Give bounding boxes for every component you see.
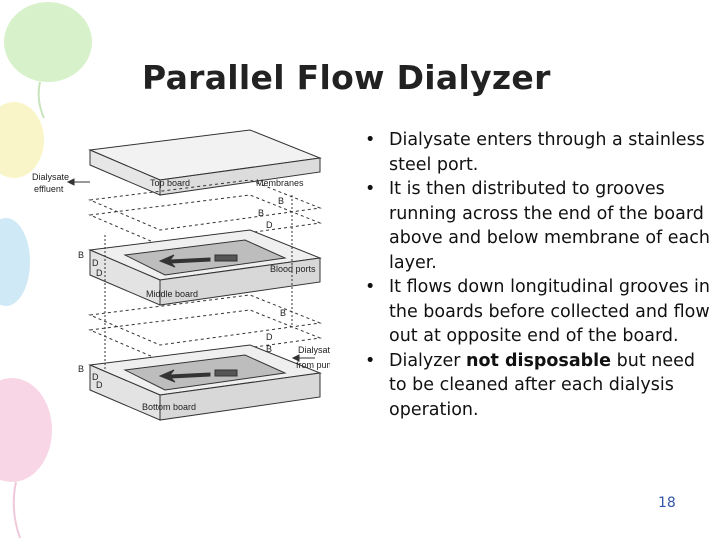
dialyzer-diagram: Dialysate effluent Top board Membranes B… [32,129,330,421]
label-blood-ports: Blood ports [270,264,316,274]
bullet-dot-icon: • [365,130,376,150]
bullet-text: It flows down longitudinal grooves in th… [389,277,710,346]
label-dialysate-from-pump: Dialysate [298,345,330,355]
label-top-board: Top board [150,178,190,188]
label-port-d3: D [266,332,273,342]
middle-board [88,229,322,306]
label-port-b4: B [78,364,84,374]
label-port-b3: B [280,308,286,318]
bullet-item: • It flows down longitudinal grooves in t… [363,275,715,349]
label-port-d6: D [96,268,103,278]
bullet-dot-icon: • [365,277,376,297]
balloon-decoration-yellow [0,102,44,178]
bullet-list: • Dialysate enters through a stainless st… [363,128,715,422]
bullet-text: Dialysate enters through a stainless ste… [389,130,705,175]
bullet-item: • Dialysate enters through a stainless st… [363,128,715,177]
bullet-text: It is then distributed to grooves runnin… [389,179,710,273]
flow-arrow-top [158,254,211,268]
label-bottom-board: Bottom board [142,402,196,412]
balloon-decoration-blue [0,218,30,306]
bullet-item: • It is then distributed to grooves runni… [363,177,715,275]
label-port-b1: B [278,196,284,206]
bullet-text-after: but need to be cleaned after each dialys… [389,350,695,420]
label-membranes: Membranes [256,178,304,188]
label-port-d5: D [96,380,103,390]
label-dialysate-from-pump-2: from pump [296,360,330,370]
label-port-b6: B [258,208,264,218]
label-port-b5: B [266,344,272,354]
membrane-2 [88,194,322,246]
balloon-decoration-pink [0,378,52,539]
label-port-b2: B [78,250,84,260]
membrane-1 [88,179,322,231]
bullet-bold-text: not disposable [466,350,612,371]
label-middle-board: Middle board [146,289,198,299]
bullet-dot-icon: • [365,350,376,371]
label-dialysate-effluent-2: effluent [34,184,64,194]
bullet-item: • Dialyzer not disposable but need to be … [363,349,715,423]
membrane-4 [88,309,322,361]
page-number: 18 [658,495,676,511]
label-port-d4: D [92,372,99,382]
bullet-dot-icon: • [365,179,376,199]
membrane-3 [88,294,322,346]
label-port-d2: D [92,258,99,268]
bottom-board [88,344,322,421]
flow-arrow-bottom [158,369,211,383]
balloon-decoration-green [4,2,92,119]
label-dialysate-effluent: Dialysate [32,172,69,182]
bullet-text-before: Dialyzer [389,350,466,371]
label-port-d1: D [266,220,273,230]
slide-title: Parallel Flow Dialyzer [142,58,551,97]
